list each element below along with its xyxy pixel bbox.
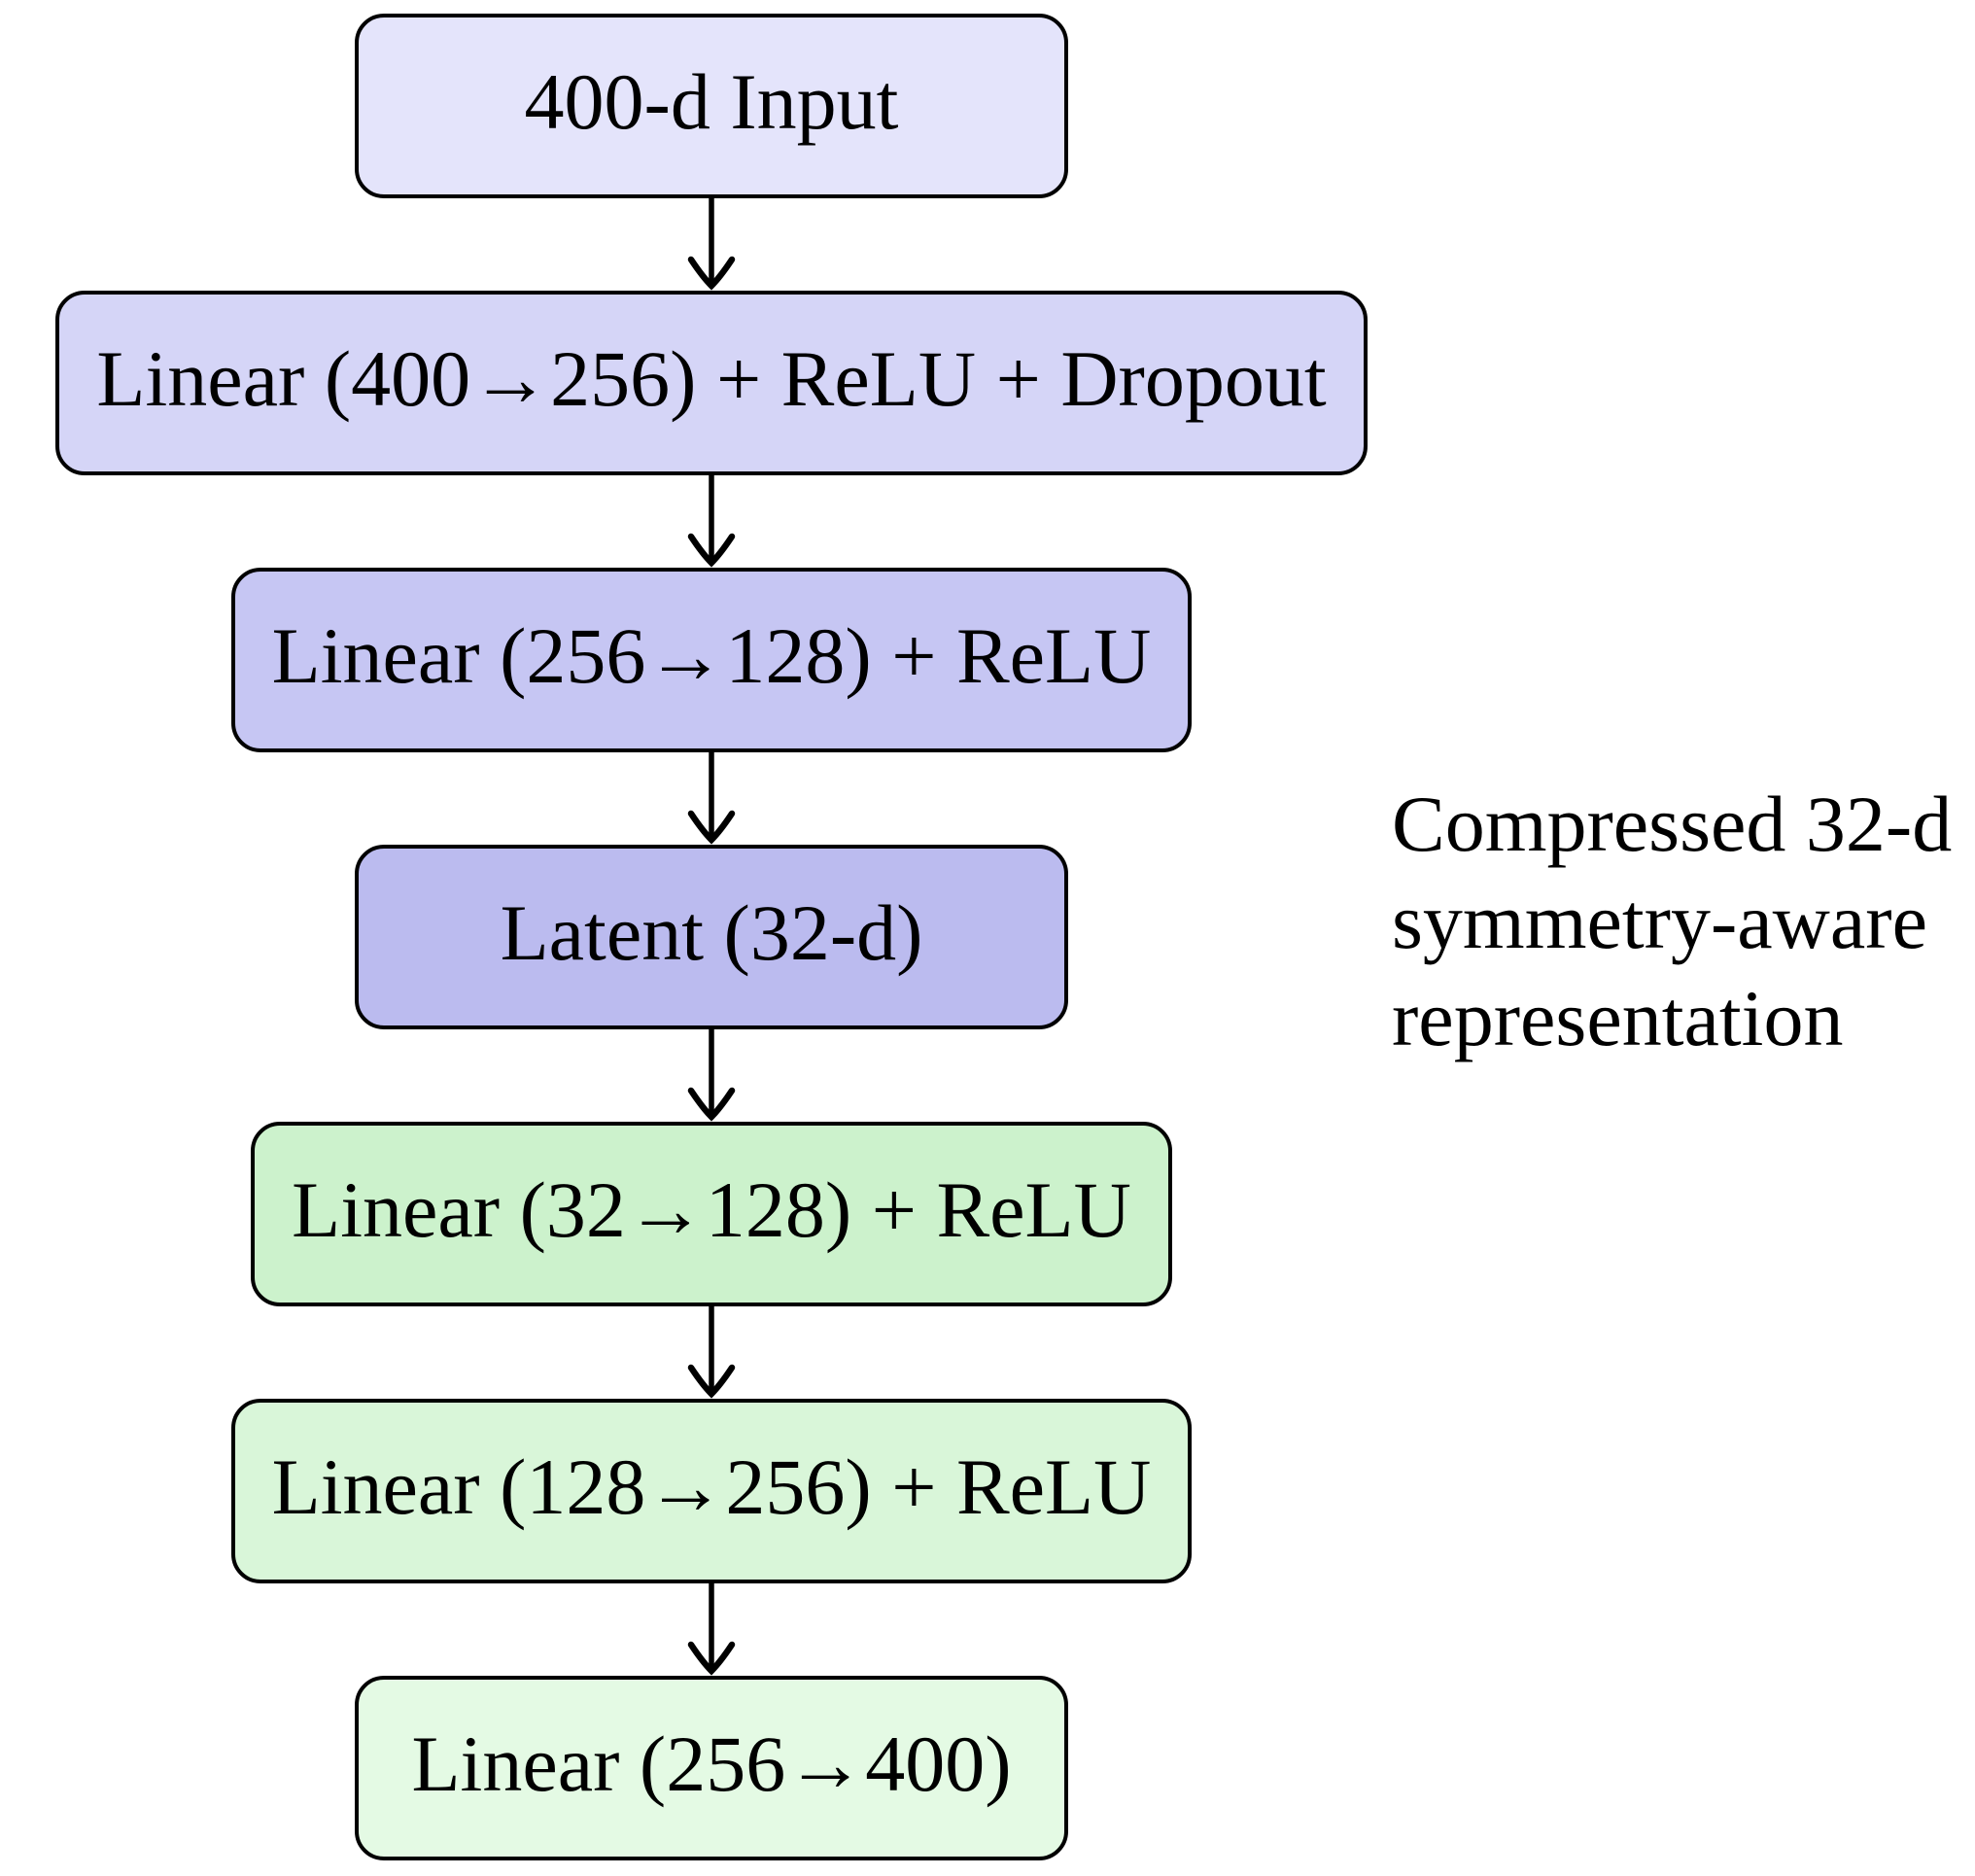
flow-box-decoder1: Linear (32→128) + ReLU [251, 1122, 1172, 1306]
flow-box-input: 400-d Input [355, 14, 1068, 198]
arrow-down-icon [687, 1583, 736, 1676]
flow-box-decoder2: Linear (128→256) + ReLU [230, 1399, 1193, 1583]
arrow-down-icon [687, 475, 736, 568]
flow-box-latent: Latent (32-d) [355, 845, 1068, 1029]
flow-box-decoder1-label: Linear (32→128) + ReLU [292, 1165, 1131, 1254]
arrow-down-icon [687, 198, 736, 291]
flow-box-decoder2-label: Linear (128→256) + ReLU [271, 1442, 1152, 1531]
arrow-down-icon [687, 1306, 736, 1399]
flow-box-latent-label: Latent (32-d) [500, 888, 923, 977]
flow-box-output: Linear (256→400) [355, 1676, 1068, 1860]
flow-box-output-label: Linear (256→400) [411, 1720, 1012, 1808]
flow-column: 400-d Input Linear (400→256) + ReLU + Dr… [0, 14, 1423, 1860]
flow-box-encoder2-label: Linear (256→128) + ReLU [271, 611, 1152, 700]
flow-box-encoder1-label: Linear (400→256) + ReLU + Dropout [96, 334, 1327, 423]
arrow-down-icon [687, 1029, 736, 1122]
latent-side-annotation: Compressed 32-d symmetry-aware represent… [1392, 780, 1953, 1062]
flow-box-encoder2: Linear (256→128) + ReLU [230, 568, 1193, 752]
flow-box-input-label: 400-d Input [524, 57, 899, 146]
arrow-down-icon [687, 752, 736, 845]
flow-box-encoder1: Linear (400→256) + ReLU + Dropout [55, 291, 1368, 475]
